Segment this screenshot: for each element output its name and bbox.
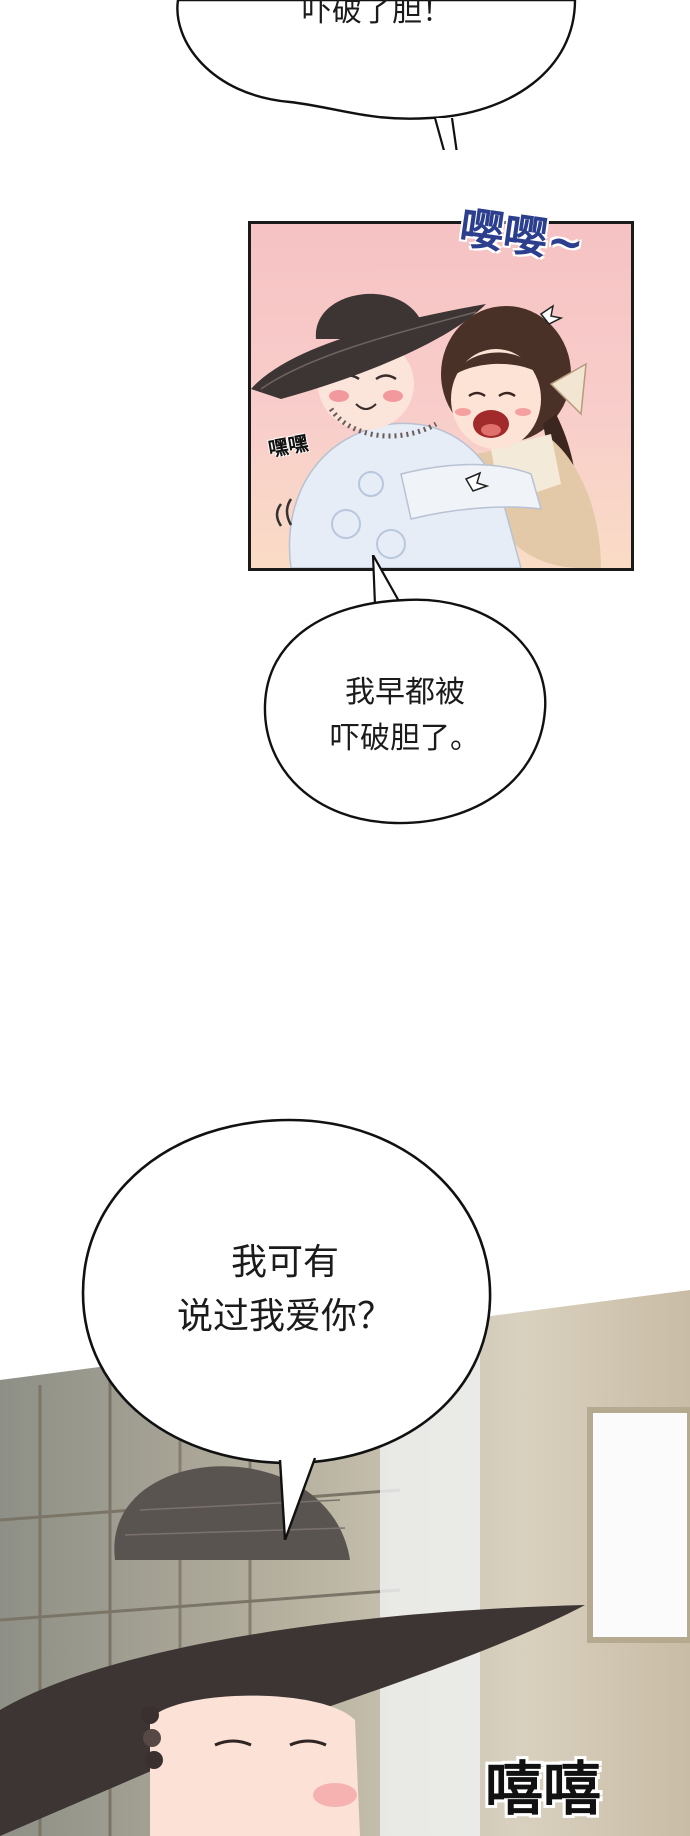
hug-illustration [251, 293, 601, 568]
bubble-2-line-2: 说过我爱你？ [176, 1296, 393, 1337]
sfx-giggle: 嘻嘻 [485, 1755, 602, 1823]
speech-bubble-1: 我早都被 吓破胆了。 [255, 555, 555, 835]
panel-hug [248, 221, 634, 571]
bubble-1-line-2: 吓破胆了。 [330, 721, 480, 756]
bubble-1-line-1: 我早都被 [345, 675, 465, 710]
top-speech-bubble: 吓破了胆！ [170, 0, 580, 150]
top-bubble-text: 吓破了胆！ [302, 0, 452, 29]
bubble-2-line-1: 我可有 [230, 1242, 339, 1283]
speech-bubble-2: 我可有 说过我爱你？ [75, 1115, 495, 1540]
